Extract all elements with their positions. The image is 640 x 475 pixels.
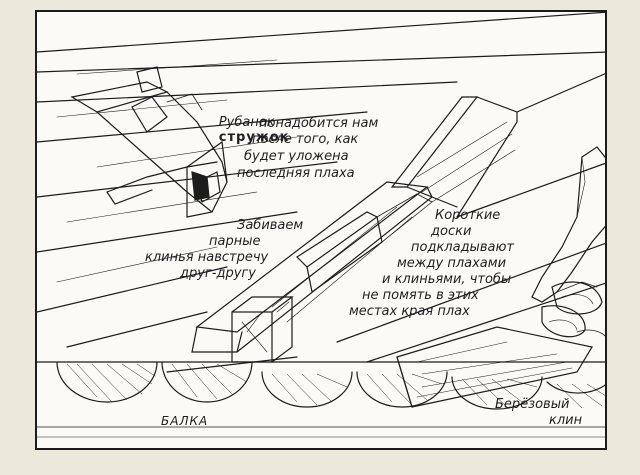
label-klin-line-2: клин: [549, 413, 583, 428]
floor-illustration: [37, 12, 605, 438]
label-rubanok-title: Рубанок стружок: [194, 100, 290, 160]
label-korotkie-line-2: доски: [431, 224, 472, 239]
label-zabivaem-line-2: парные: [209, 234, 261, 249]
label-rubanok-line-6: последняя плаха: [237, 166, 355, 181]
label-korotkie-line-3: подкладывают: [411, 240, 514, 255]
label-zabivaem-line-3: клинья навстречу: [145, 250, 269, 265]
label-zabivaem-line-4: друг-другу: [180, 266, 256, 281]
label-korotkie-line-7: местах края плах: [349, 304, 470, 319]
label-zabivaem-line-1: Забиваем: [237, 218, 304, 233]
label-rubanok-line-3: понадобится нам: [259, 116, 379, 131]
label-korotkie-line-6: не помять в этих: [362, 288, 479, 303]
label-strujok-word: стружок: [218, 130, 290, 145]
label-rubanok-word: Рубанок: [218, 115, 275, 130]
label-balka: БАЛКА: [161, 414, 209, 428]
label-korotkie-line-5: и клиньями, чтобы: [382, 272, 512, 287]
illustration-frame: Рубанок стружок понадобится нам после то…: [35, 10, 607, 450]
label-korotkie-line-4: между плахами: [397, 256, 507, 271]
label-rubanok-line-4: после того, как: [252, 132, 359, 147]
label-klin-line-1: Берёзовый: [495, 397, 570, 412]
label-korotkie-line-1: Короткие: [435, 208, 501, 223]
label-rubanok-line-5: будет уложена: [244, 149, 349, 164]
